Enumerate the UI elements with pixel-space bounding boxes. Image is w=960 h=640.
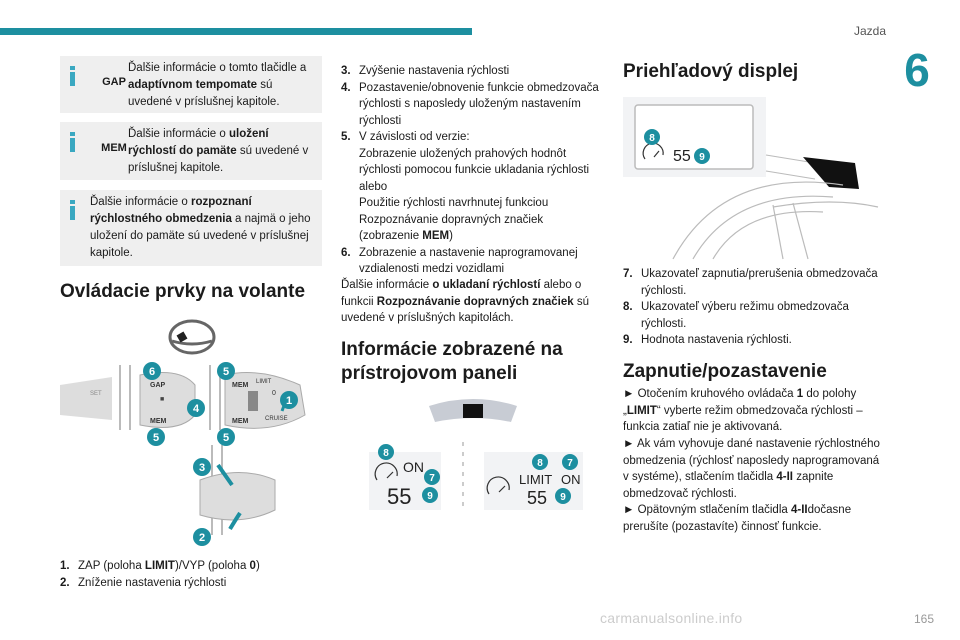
col1-legend-list: 1.ZAP (poloha LIMIT)/VYP (poloha 0) 2.Zn… xyxy=(60,558,325,591)
svg-text:5: 5 xyxy=(223,366,229,378)
callout-9: 9 xyxy=(422,487,438,503)
heading-instrument-panel-info: Informácie zobrazené na prístrojovom pan… xyxy=(341,339,563,384)
callout-1: 1 xyxy=(280,391,298,409)
steering-wheel-illustration xyxy=(672,181,879,260)
svg-text:ON: ON xyxy=(561,472,581,487)
instrument-panel-icon xyxy=(429,399,517,422)
instrument-panel-diagram: ON 55 8 7 9 LIMIT ON 55 8 7 9 xyxy=(369,399,583,512)
chapter-number: 6 xyxy=(886,44,948,96)
info-icon xyxy=(70,132,75,152)
header-accent-bar xyxy=(0,28,472,35)
callout-3: 3 xyxy=(193,458,211,476)
svg-text:3: 3 xyxy=(199,462,205,474)
svg-text:1: 1 xyxy=(286,395,292,407)
svg-text:4: 4 xyxy=(193,403,200,415)
svg-text:CRUISE: CRUISE xyxy=(265,416,288,422)
hud-screen-icon xyxy=(803,157,859,189)
section-label: Jazda xyxy=(854,24,887,38)
callout-5: 5 xyxy=(217,362,235,380)
steering-controls-diagram: GAP ■ MEM SET MEM MEM LIMIT 0 CRUISE 6 5… xyxy=(60,319,306,546)
svg-text:8: 8 xyxy=(537,458,543,469)
svg-text:■: ■ xyxy=(160,396,164,403)
speed-limiter-icon xyxy=(374,462,398,481)
left-stalk-illustration: GAP ■ MEM SET xyxy=(60,365,196,430)
info-note-gap: GAP Ďalšie informácie o tomto tlačidle a… xyxy=(60,56,322,113)
callout-6: 6 xyxy=(143,362,161,380)
callout-5: 5 xyxy=(217,428,235,446)
callout-8: 8 xyxy=(532,454,548,470)
svg-text:LIMIT: LIMIT xyxy=(519,472,552,487)
svg-text:55: 55 xyxy=(527,488,547,508)
list-item: 2.Zníženie nastavenia rýchlosti xyxy=(60,576,227,589)
svg-text:MEM: MEM xyxy=(232,382,249,389)
svg-text:7: 7 xyxy=(567,458,573,469)
mem-button-icon: MEM xyxy=(101,142,127,154)
svg-text:5: 5 xyxy=(223,432,229,444)
svg-text:8: 8 xyxy=(383,448,389,459)
list-item: 1.ZAP (poloha LIMIT)/VYP (poloha 0) xyxy=(60,560,260,572)
callout-9: 9 xyxy=(694,148,710,164)
hud-diagram: 55 8 9 xyxy=(623,97,879,260)
info-note-mem: MEM Ďalšie informácie o uložení rýchlost… xyxy=(60,122,322,180)
svg-text:LIMIT: LIMIT xyxy=(256,379,272,385)
activation-step-2: ► Ak vám vyhovuje dané nastavenie rýchlo… xyxy=(623,438,880,500)
speed-limiter-icon xyxy=(486,476,510,495)
svg-text:8: 8 xyxy=(649,133,655,144)
list-item: 7.Ukazovateľ zapnutia/prerušenia obmedzo… xyxy=(623,268,878,297)
callout-7: 7 xyxy=(424,469,440,485)
callout-9: 9 xyxy=(555,488,571,504)
svg-text:GAP: GAP xyxy=(150,382,166,389)
col2-legend-list: 3.Zvýšenie nastavenia rýchlosti 4.Pozast… xyxy=(341,63,603,278)
svg-text:2: 2 xyxy=(199,532,205,544)
svg-text:7: 7 xyxy=(429,473,435,484)
activation-step-3: ► Opätovným stlačením tlačidla 4-IIdočas… xyxy=(623,504,852,533)
callout-4: 4 xyxy=(187,399,205,417)
svg-text:55: 55 xyxy=(387,484,411,509)
callout-2: 2 xyxy=(193,528,211,546)
svg-text:SET: SET xyxy=(90,391,102,397)
list-item: 5.V závislosti od verzie:Zobrazenie ulož… xyxy=(341,131,590,242)
svg-text:0: 0 xyxy=(272,390,276,397)
svg-text:6: 6 xyxy=(149,366,155,378)
watermark: carmanualsonline.info xyxy=(600,610,743,626)
svg-text:MEM: MEM xyxy=(232,418,249,425)
svg-text:ON: ON xyxy=(403,459,424,475)
svg-text:9: 9 xyxy=(427,491,433,502)
hud-display-frame xyxy=(634,104,754,170)
callout-5: 5 xyxy=(147,428,165,446)
list-item: 3.Zvýšenie nastavenia rýchlosti xyxy=(341,65,510,77)
lower-stalk-illustration xyxy=(199,445,276,535)
list-item: 6.Zobrazenie a nastavenie naprogramovane… xyxy=(341,246,578,276)
info-icon xyxy=(70,66,75,86)
list-item: 8.Ukazovateľ výberu režimu obmedzovača r… xyxy=(623,301,849,330)
list-item: 9.Hodnota nastavenia rýchlosti. xyxy=(623,334,792,346)
svg-text:9: 9 xyxy=(560,492,566,503)
svg-text:MEM: MEM xyxy=(150,418,167,425)
callout-8: 8 xyxy=(644,129,660,145)
svg-text:9: 9 xyxy=(699,152,705,163)
col2-reference-paragraph: Ďalšie informácie o ukladaní rýchlostí a… xyxy=(341,279,589,324)
info-icon xyxy=(70,200,75,220)
gap-button-icon: GAP xyxy=(102,76,126,88)
callout-8: 8 xyxy=(378,444,394,460)
col3-legend-list: 7.Ukazovateľ zapnutia/prerušenia obmedzo… xyxy=(623,266,885,349)
heading-activation: Zapnutie/pozastavenie xyxy=(623,361,827,382)
list-item: 4.Pozastavenie/obnovenie funkcie obmedzo… xyxy=(341,81,599,127)
right-stalk-illustration: MEM MEM LIMIT 0 CRUISE xyxy=(209,365,306,430)
svg-text:5: 5 xyxy=(153,432,159,444)
callout-7: 7 xyxy=(562,454,578,470)
activation-step-1: ► Otočením kruhového ovládača 1 do poloh… xyxy=(623,388,863,433)
info-note-speed-recognition: Ďalšie informácie o rozpoznaní rýchlostn… xyxy=(60,190,322,266)
heading-steering-controls: Ovládacie prvky na volante xyxy=(60,281,306,302)
steering-wheel-icon xyxy=(168,319,216,355)
heading-hud: Priehľadový displej xyxy=(623,61,799,82)
page-number: 165 xyxy=(914,612,935,626)
svg-text:55: 55 xyxy=(673,148,691,165)
